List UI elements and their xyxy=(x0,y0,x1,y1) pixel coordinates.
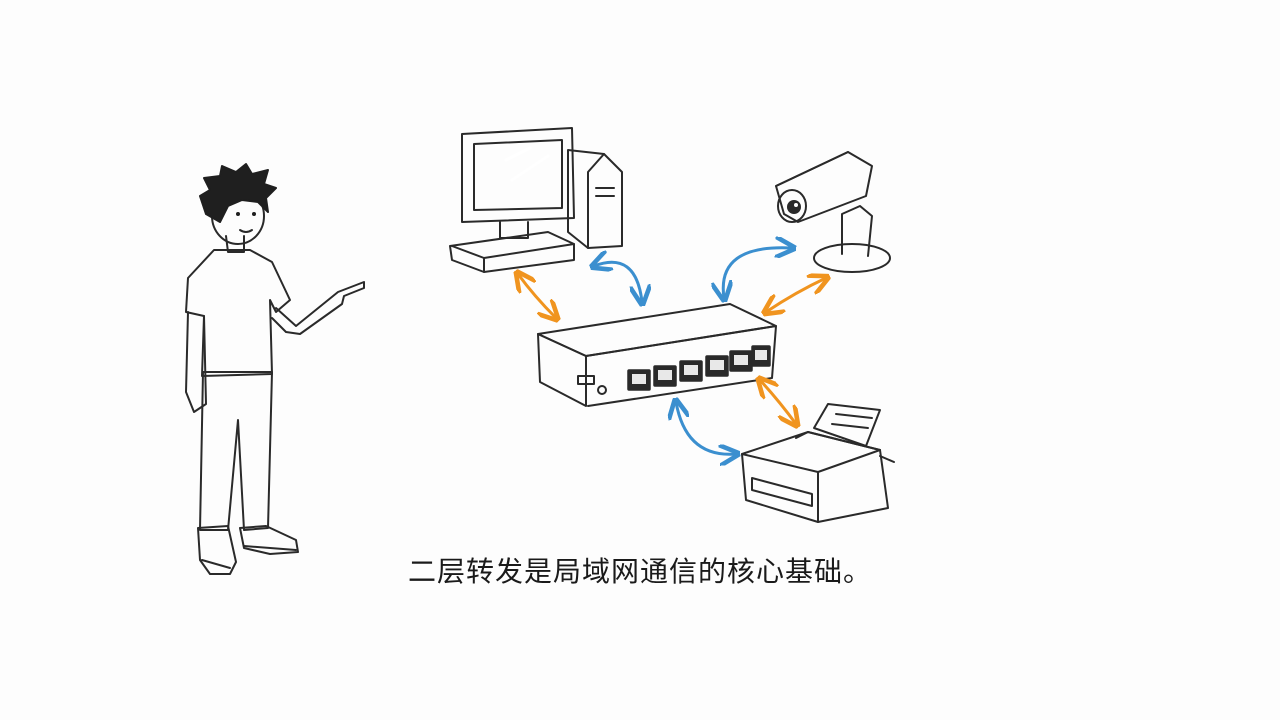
arrow-printer-switch-blue xyxy=(676,402,736,454)
switch-ports xyxy=(627,345,771,391)
monitor-screen xyxy=(473,139,563,211)
arrow-computer-switch-orange xyxy=(518,274,556,318)
connection-arrows xyxy=(518,248,826,455)
arrow-camera-switch-orange xyxy=(766,278,826,312)
right-shoe xyxy=(239,525,299,555)
arrow-printer-switch-orange xyxy=(760,380,796,424)
caption-text: 二层转发是局域网通信的核心基础。 xyxy=(407,555,872,588)
network-switch-icon xyxy=(537,303,777,407)
printer-icon xyxy=(741,403,895,523)
arrow-computer-switch-blue xyxy=(594,262,642,302)
shirt xyxy=(185,249,291,377)
hair xyxy=(199,163,277,223)
left-shoe xyxy=(197,525,237,575)
security-camera-icon xyxy=(775,151,891,273)
arrow-camera-switch-blue xyxy=(723,248,792,298)
person-pointing xyxy=(185,163,365,575)
desktop-computer-icon xyxy=(449,127,623,273)
